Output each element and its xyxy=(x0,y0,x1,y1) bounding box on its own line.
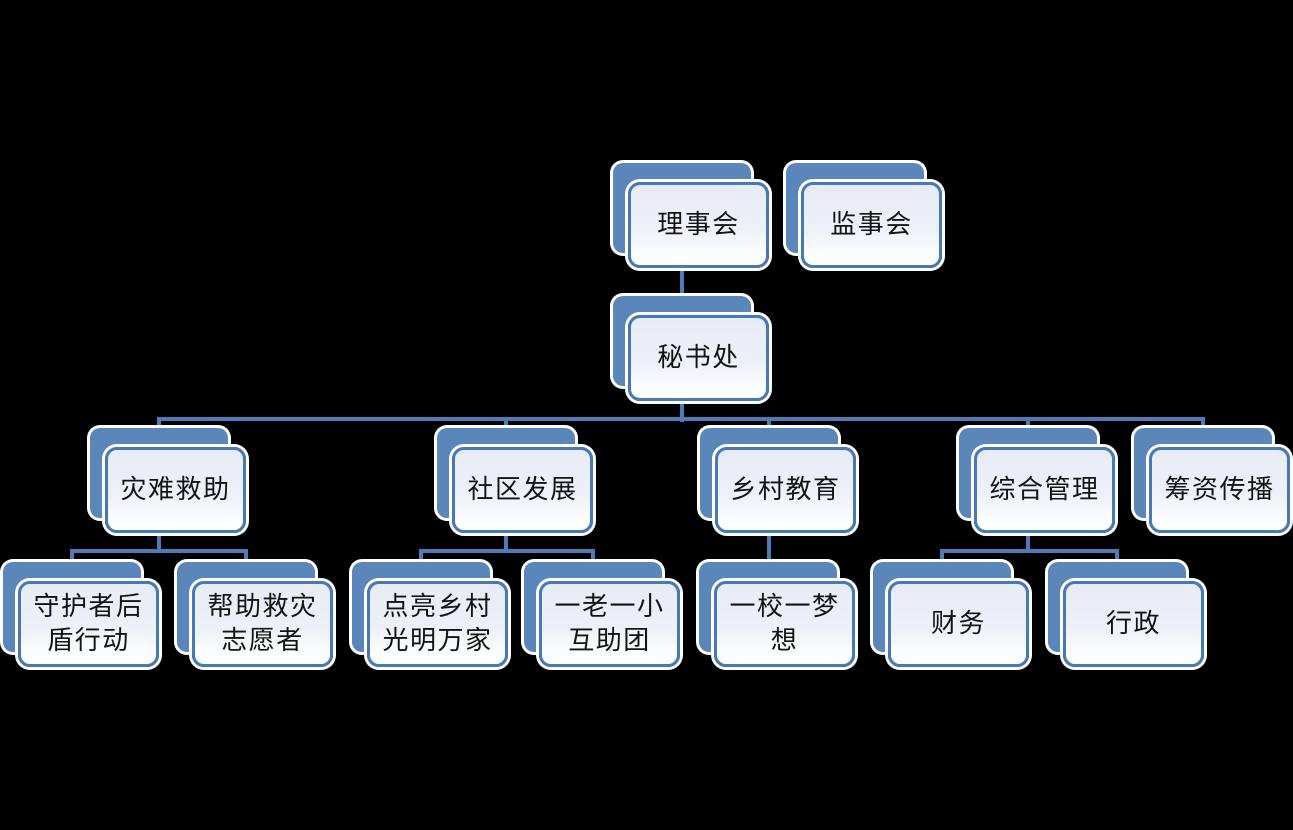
node-general-management[interactable]: 综合管理 xyxy=(959,428,1115,533)
node-guardian-backup-action-label: 守护者后 盾行动 xyxy=(33,592,144,655)
node-finance[interactable]: 财务 xyxy=(873,562,1029,667)
node-fundraising-communication-label: 筹资传播 xyxy=(1164,475,1275,505)
node-community-development[interactable]: 社区发展 xyxy=(437,428,593,533)
node-one-school-one-dream-label: 一校一梦 想 xyxy=(729,592,840,655)
node-elderly-child-mutual-aid-front-panel: 一老一小 互助团 xyxy=(539,581,680,667)
node-help-disaster-volunteers[interactable]: 帮助救灾 志愿者 xyxy=(177,562,333,667)
node-board-front-panel: 理事会 xyxy=(628,182,769,268)
connector-drop-help-volunteers xyxy=(244,549,248,566)
connector-general-management-stem xyxy=(1026,515,1030,553)
node-disaster-relief[interactable]: 灾难救助 xyxy=(90,428,246,533)
connector-rural-education-stem xyxy=(767,515,771,566)
node-fundraising-communication[interactable]: 筹资传播 xyxy=(1134,428,1290,533)
node-disaster-relief-label: 灾难救助 xyxy=(120,475,231,505)
node-help-disaster-volunteers-label: 帮助救灾 志愿者 xyxy=(207,592,318,655)
node-secretariat-front-panel: 秘书处 xyxy=(628,315,769,401)
node-one-school-one-dream-front-panel: 一校一梦 想 xyxy=(714,581,855,667)
connector-drop-administration xyxy=(1115,549,1119,566)
node-guardian-backup-action[interactable]: 守护者后 盾行动 xyxy=(3,562,159,667)
connector-drop-light-up-villages xyxy=(419,549,423,566)
connector-drop-guardian-backup xyxy=(70,549,74,566)
node-light-up-villages[interactable]: 点亮乡村 光明万家 xyxy=(352,562,508,667)
node-board[interactable]: 理事会 xyxy=(613,163,769,268)
connector-community-development-rail xyxy=(419,549,595,553)
node-secretariat-label: 秘书处 xyxy=(657,343,740,373)
node-supervisory-board[interactable]: 监事会 xyxy=(786,163,942,268)
node-administration-label: 行政 xyxy=(1105,609,1161,639)
node-light-up-villages-front-panel: 点亮乡村 光明万家 xyxy=(367,581,508,667)
node-community-development-label: 社区发展 xyxy=(467,475,578,505)
node-secretariat[interactable]: 秘书处 xyxy=(613,296,769,401)
connector-drop-disaster-relief xyxy=(157,417,161,432)
node-general-management-label: 综合管理 xyxy=(989,475,1100,505)
node-disaster-relief-front-panel: 灾难救助 xyxy=(105,447,246,533)
node-administration-front-panel: 行政 xyxy=(1063,581,1204,667)
connector-drop-general-management xyxy=(1026,417,1030,432)
node-community-development-front-panel: 社区发展 xyxy=(452,447,593,533)
node-general-management-front-panel: 综合管理 xyxy=(974,447,1115,533)
connector-board-secretariat xyxy=(680,255,684,303)
connector-general-management-rail xyxy=(940,549,1119,553)
connector-drop-finance xyxy=(940,549,944,566)
node-rural-education[interactable]: 乡村教育 xyxy=(700,428,856,533)
connector-drop-fundraising-communication xyxy=(1201,417,1205,432)
node-elderly-child-mutual-aid[interactable]: 一老一小 互助团 xyxy=(524,562,680,667)
node-administration[interactable]: 行政 xyxy=(1048,562,1204,667)
node-one-school-one-dream[interactable]: 一校一梦 想 xyxy=(699,562,855,667)
node-light-up-villages-label: 点亮乡村 光明万家 xyxy=(382,592,493,655)
node-fundraising-communication-front-panel: 筹资传播 xyxy=(1149,447,1290,533)
node-help-disaster-volunteers-front-panel: 帮助救灾 志愿者 xyxy=(192,581,333,667)
connector-level3-rail xyxy=(157,417,1205,421)
node-guardian-backup-action-front-panel: 守护者后 盾行动 xyxy=(18,581,159,667)
node-rural-education-front-panel: 乡村教育 xyxy=(715,447,856,533)
connector-community-development-stem xyxy=(504,515,508,553)
node-board-label: 理事会 xyxy=(657,210,740,240)
node-rural-education-label: 乡村教育 xyxy=(730,475,841,505)
node-elderly-child-mutual-aid-label: 一老一小 互助团 xyxy=(554,592,665,655)
node-supervisory-board-front-panel: 监事会 xyxy=(801,182,942,268)
connector-secretariat-stem xyxy=(680,382,684,422)
node-supervisory-board-label: 监事会 xyxy=(830,210,913,240)
connector-disaster-relief-stem xyxy=(157,515,161,553)
connector-drop-community-development xyxy=(504,417,508,432)
connector-disaster-relief-rail xyxy=(70,549,248,553)
node-finance-front-panel: 财务 xyxy=(888,581,1029,667)
connector-drop-elderly-child-mutual-aid xyxy=(591,549,595,566)
node-finance-label: 财务 xyxy=(930,609,986,639)
connector-drop-rural-education xyxy=(767,417,771,432)
